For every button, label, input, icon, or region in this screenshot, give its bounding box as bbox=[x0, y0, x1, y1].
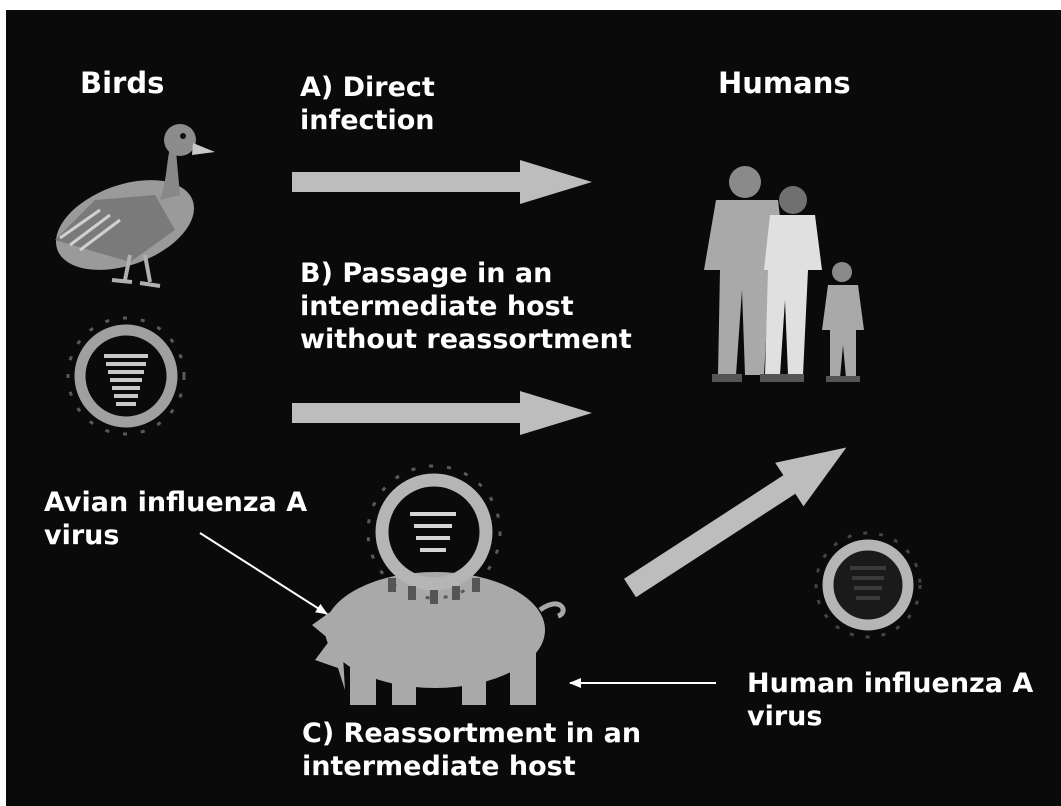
avian-virus-icon bbox=[68, 318, 184, 434]
pathway-c-label: C) Reassortment in an intermediate host bbox=[302, 718, 641, 784]
human-virus-label: Human influenza A virus bbox=[747, 668, 1033, 734]
arrow-direct-infection bbox=[292, 160, 592, 204]
duck-icon bbox=[44, 124, 215, 287]
humans-heading: Humans bbox=[718, 66, 851, 101]
family-icon bbox=[704, 166, 864, 382]
avian-virus-label: Avian influenza A virus bbox=[44, 487, 307, 553]
pathway-a-label: A) Direct infection bbox=[300, 72, 435, 138]
pathway-b-label: B) Passage in an intermediate host witho… bbox=[300, 258, 632, 357]
arrow-intermediate-host bbox=[292, 391, 592, 435]
human-virus-icon bbox=[816, 533, 920, 637]
birds-heading: Birds bbox=[80, 66, 164, 101]
